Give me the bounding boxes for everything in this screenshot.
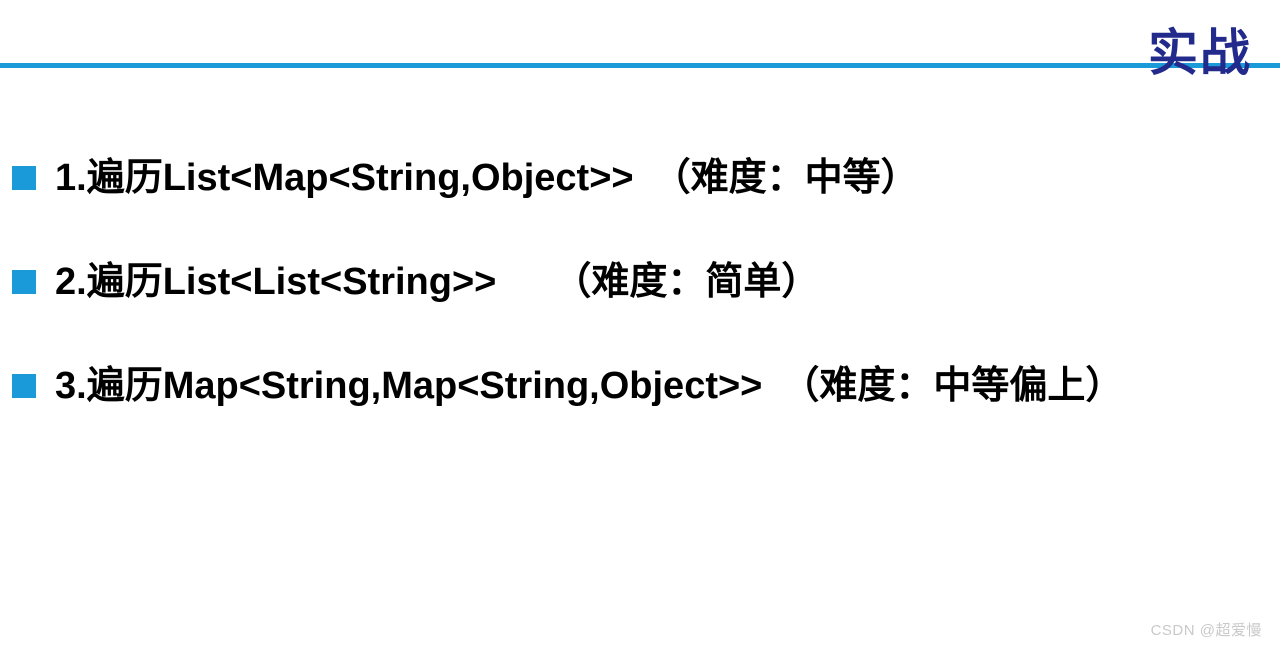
list-item-label: 3.遍历Map<String,Map<String,Object>> （难度：中… xyxy=(55,365,1124,407)
list-item-label: 1.遍历List<Map<String,Object>> （难度：中等） xyxy=(55,157,919,199)
square-bullet-icon xyxy=(12,166,36,190)
square-bullet-icon xyxy=(12,270,36,294)
page-title: 实战 xyxy=(1148,25,1252,81)
list-item: 3.遍历Map<String,Map<String,Object>> （难度：中… xyxy=(0,358,1280,414)
csdn-watermark: CSDN @超爱慢 xyxy=(1150,622,1262,639)
list-item: 2.遍历List<List<String>> （难度：简单） xyxy=(0,254,1280,310)
list-item-label: 2.遍历List<List<String>> （难度：简单） xyxy=(55,261,820,303)
list-item: 1.遍历List<Map<String,Object>> （难度：中等） xyxy=(0,150,1280,206)
bullet-list: 1.遍历List<Map<String,Object>> （难度：中等） 2.遍… xyxy=(0,150,1280,414)
slide-header: 实战 xyxy=(0,0,1280,110)
square-bullet-icon xyxy=(12,374,36,398)
header-divider-line xyxy=(0,63,1280,68)
